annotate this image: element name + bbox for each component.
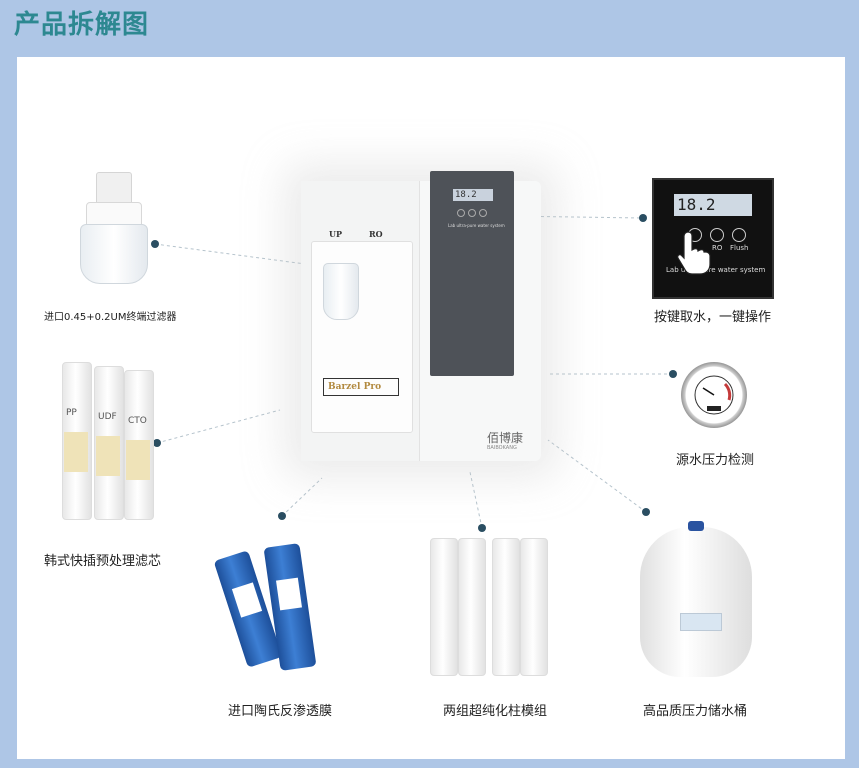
filter-tag-cto: CTO — [128, 416, 147, 426]
filter-tag-pp: PP — [66, 408, 77, 418]
label-ultrapure: 两组超纯化柱模组 — [443, 704, 548, 719]
water-purifier-image: UP RO Barzel Pro 18.2 Lab ultra-pure wat… — [301, 171, 541, 461]
line-keypress — [504, 215, 644, 219]
closeup-button-ro — [710, 228, 724, 242]
control-housing: 18.2 Lab ultra-pure water system — [430, 171, 514, 376]
filter-tag-udf: UDF — [98, 412, 117, 422]
closeup-display: 18.2 — [674, 194, 752, 216]
closeup-ro-label: RO — [712, 244, 723, 252]
line-terminal-filter — [154, 243, 321, 267]
marker-dot — [153, 439, 161, 447]
machine-button — [457, 209, 465, 217]
line-pretreatment — [156, 409, 281, 444]
pretreatment-filters-image: PP UDF CTO — [62, 362, 154, 520]
gauge-dial-icon — [694, 375, 734, 415]
line-tank — [547, 439, 647, 513]
marker-dot — [478, 524, 486, 532]
label-pretreatment: 韩式快插预处理滤芯 — [44, 554, 162, 569]
label-tank: 高品质压力储水桶 — [643, 704, 748, 719]
marker-dot — [639, 214, 647, 222]
pressure-tank-image — [640, 521, 752, 677]
label-ro-membrane: 进口陶氏反渗透膜 — [228, 704, 333, 719]
ro-membrane-image — [213, 535, 317, 685]
label-ro: RO — [369, 229, 383, 239]
ultrapure-modules-image — [430, 538, 550, 678]
line-ro — [281, 477, 323, 517]
closeup-system-text: Lab ultra-pure water system — [666, 266, 766, 274]
line-ultrapure — [469, 471, 483, 529]
closeup-button-flush — [732, 228, 746, 242]
control-panel-closeup: 18.2 RO Flush Lab ultra-pure water syste… — [652, 178, 774, 299]
label-terminal-filter: 进口0.45+0.2UM终端过滤器 — [44, 312, 177, 323]
machine-display: 18.2 — [453, 189, 493, 201]
brand-plate: Barzel Pro — [323, 378, 399, 396]
label-up: UP — [329, 229, 342, 239]
marker-dot — [278, 512, 286, 520]
terminal-filter-image — [78, 172, 150, 284]
mounted-filter — [323, 263, 359, 320]
machine-logo: 佰博康 — [487, 431, 524, 445]
marker-dot — [151, 240, 159, 248]
machine-logo-en: BAIBOKANG — [487, 445, 517, 451]
hand-pointer-icon — [677, 231, 711, 275]
machine-button — [468, 209, 476, 217]
label-keypress: 按键取水，一键操作 — [654, 310, 772, 325]
machine-button — [479, 209, 487, 217]
marker-dot — [669, 370, 677, 378]
marker-dot — [642, 508, 650, 516]
page-title: 产品拆解图 — [14, 10, 150, 40]
closeup-flush-label: Flush — [730, 244, 749, 252]
label-pressure-check: 源水压力检测 — [676, 453, 755, 468]
machine-panel-text: Lab ultra-pure water system — [448, 223, 505, 228]
pressure-gauge-image — [681, 362, 747, 428]
